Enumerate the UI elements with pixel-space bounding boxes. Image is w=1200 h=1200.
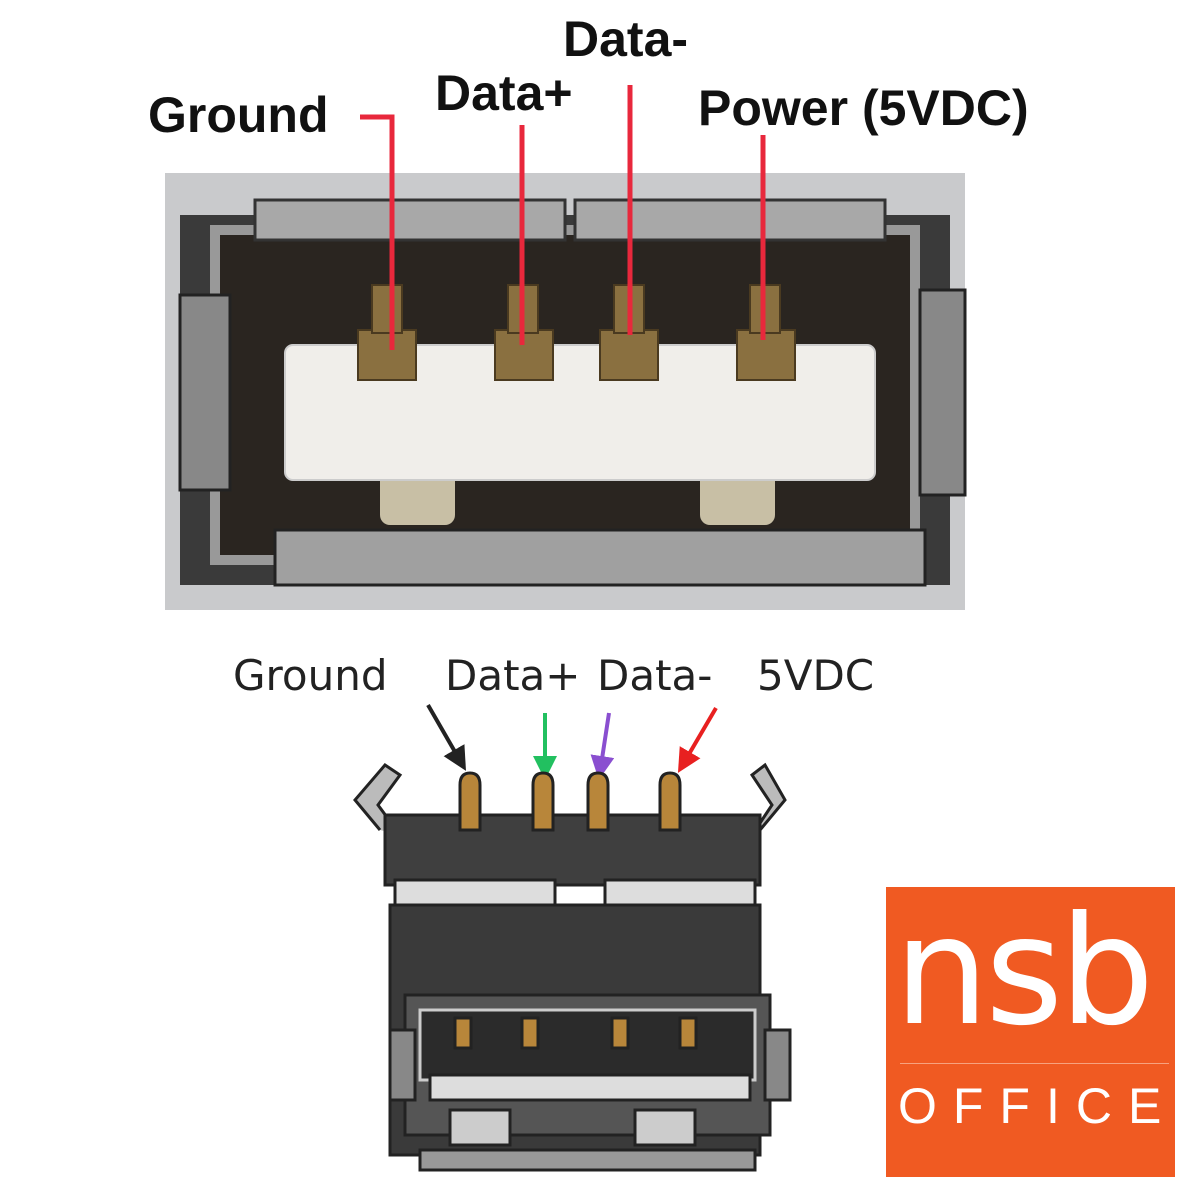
photo-label-ground: Ground — [148, 87, 329, 143]
usb-connector-drawing — [353, 762, 792, 1172]
ground-arrow — [426, 704, 466, 771]
power-arrow — [677, 706, 718, 773]
logo-name: nsb — [894, 885, 1154, 1059]
diagram-label-data-plus: Data+ — [445, 651, 581, 700]
nsb-office-logo: nsb OFFICE — [886, 887, 1175, 1177]
photo-label-data-minus: Data- — [563, 11, 689, 67]
logo-divider — [900, 1063, 1169, 1064]
data-minus-arrow — [590, 712, 615, 780]
diagram-label-data-minus: Data- — [597, 651, 713, 700]
usb-port-photo — [165, 173, 967, 610]
ground-leader — [360, 114, 395, 350]
photo-label-data-plus: Data+ — [435, 65, 573, 121]
diagram-label-ground: Ground — [233, 651, 388, 700]
diagram-label-power: 5VDC — [757, 651, 875, 700]
photo-label-power: Power (5VDC) — [698, 80, 1029, 136]
leader-lines — [360, 85, 766, 350]
logo-subtitle: OFFICE — [898, 1078, 1178, 1134]
